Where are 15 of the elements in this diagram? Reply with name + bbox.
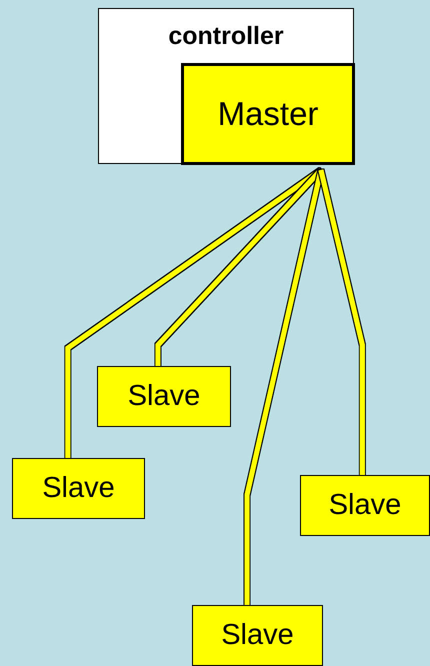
- controller-box: [98, 8, 354, 164]
- node-label: Slave: [128, 380, 200, 412]
- node-label: Slave: [221, 620, 294, 652]
- bus-line: [318, 169, 365, 475]
- slave-box: [97, 366, 231, 427]
- node-label: Slave: [42, 472, 115, 504]
- node-label: Master: [218, 96, 318, 132]
- slave-box: [192, 605, 323, 666]
- slave-box: [12, 458, 145, 519]
- bus-line: [155, 168, 323, 366]
- bus-line: [65, 168, 322, 458]
- slave-box: [300, 475, 430, 536]
- node-label: Slave: [328, 490, 402, 522]
- master-box: [181, 63, 355, 165]
- node-label: controller: [168, 23, 284, 50]
